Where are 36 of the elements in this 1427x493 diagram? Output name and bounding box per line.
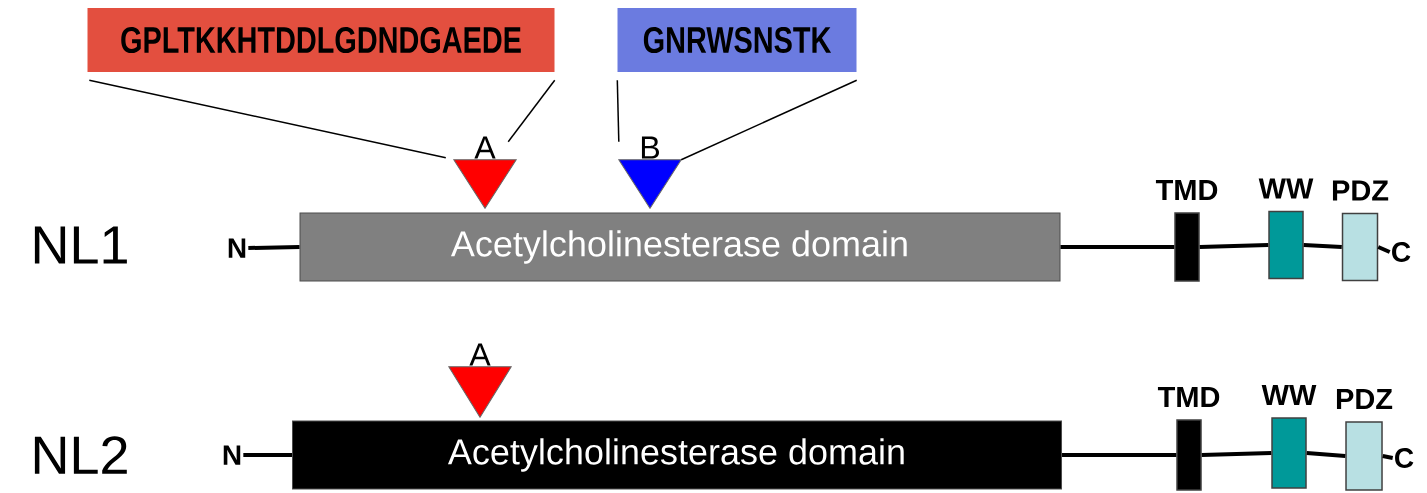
node-label: PDZ (1332, 180, 1389, 201)
backbone-line (243, 453, 292, 457)
leader-line (507, 79, 556, 143)
terminus-letter: C (1392, 242, 1411, 262)
domain-box: Acetylcholinesterase domain (299, 212, 1061, 282)
terminus-letter: N (228, 238, 246, 258)
leader-line (616, 79, 620, 143)
domain-bar: WW (1261, 385, 1317, 489)
leader-line (88, 79, 447, 159)
domain-bar: PDZ (1332, 180, 1389, 282)
backbone-line (248, 245, 300, 250)
node-label: PDZ (1336, 389, 1393, 410)
domain-box: Acetylcholinesterase domain (292, 420, 1062, 490)
sequence-box: GPLTKKHTDDLGDNDGAEDE (87, 8, 555, 72)
protein-name: NL1 (34, 226, 127, 264)
backbone-line (1377, 245, 1391, 254)
protein-name: NL2 (34, 436, 127, 474)
backbone-line (1201, 451, 1272, 457)
domain-bar: WW (1258, 178, 1314, 280)
node-label: TMD (1157, 387, 1220, 408)
node-label: TMD (1155, 180, 1218, 201)
terminus-letter: C (1395, 448, 1414, 468)
backbone-line (1060, 245, 1175, 249)
node-label: WW (1258, 178, 1314, 199)
domain-bar: TMD (1157, 387, 1220, 491)
terminus-letter: N (223, 445, 241, 465)
sequence-box: GNRWSNSTK (617, 8, 857, 72)
domain-bar: PDZ (1336, 389, 1393, 491)
backbone-line (1382, 454, 1394, 460)
backbone-line (1199, 243, 1269, 249)
backbone-line (1306, 451, 1346, 458)
node-label: WW (1261, 385, 1317, 406)
backbone-line (1303, 243, 1342, 249)
leader-line (680, 79, 858, 161)
backbone-line (1062, 453, 1177, 457)
domain-bar: TMD (1155, 180, 1218, 282)
